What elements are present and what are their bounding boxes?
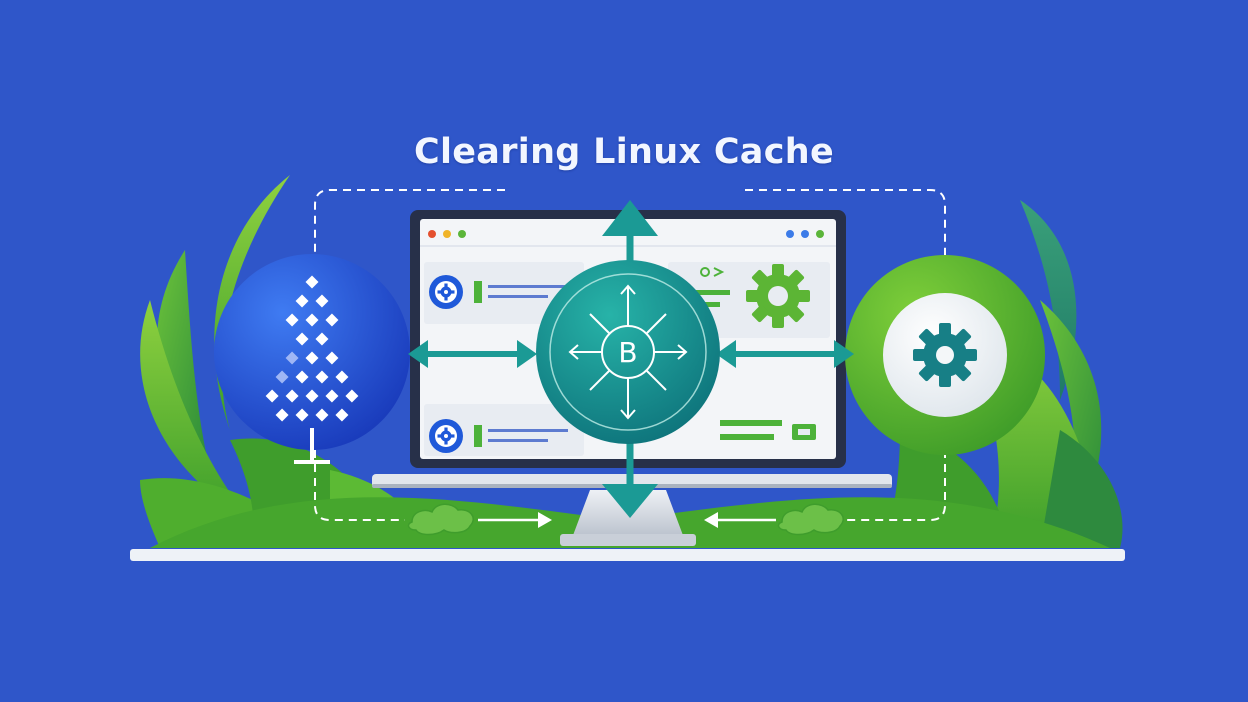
tree-pixel <box>285 313 299 327</box>
tree-pixel <box>295 408 309 422</box>
gear-icon <box>746 264 810 328</box>
pixel-tree-icon <box>265 275 359 464</box>
page-title: Clearing Linux Cache <box>413 132 835 172</box>
tree-pixel <box>315 370 329 384</box>
screen-row-2 <box>429 419 568 453</box>
network-hub-icon <box>568 284 688 420</box>
cloud-connector-left <box>407 503 552 536</box>
tree-pixel <box>335 370 349 384</box>
tree-pixel <box>295 370 309 384</box>
screen-right-panel <box>690 264 816 440</box>
left-node <box>214 254 410 464</box>
tree-pixel <box>265 389 279 403</box>
center-node: B <box>536 260 720 444</box>
tree-pixel <box>315 408 329 422</box>
arrow-heads <box>408 340 854 368</box>
gear-icon <box>437 283 455 301</box>
floor-shelf <box>130 549 1125 561</box>
tree-pixel <box>315 332 329 346</box>
tree-pixel <box>285 351 299 365</box>
tree-pixel <box>305 389 319 403</box>
tree-pixel <box>305 313 319 327</box>
tree-pixel <box>275 408 289 422</box>
tree-base <box>294 460 330 464</box>
tree-pixel <box>305 275 319 289</box>
gear-icon <box>437 427 455 445</box>
tree-pixel <box>295 294 309 308</box>
tree-pixel <box>285 389 299 403</box>
center-node-label: B <box>618 336 637 369</box>
tree-pixel <box>345 389 359 403</box>
gear-icon <box>913 323 977 387</box>
tree-pixel <box>305 351 319 365</box>
tree-pixel <box>275 370 289 384</box>
cloud-connector-right <box>704 503 844 536</box>
tree-pixel <box>325 389 339 403</box>
screen-row-1 <box>429 275 568 309</box>
tree-pixel <box>325 351 339 365</box>
right-node <box>845 255 1045 455</box>
tree-pixel <box>295 332 309 346</box>
tree-pixel <box>325 313 339 327</box>
tree-pixel <box>335 408 349 422</box>
tree-pixel <box>315 294 329 308</box>
tree-trunk <box>310 428 314 462</box>
dashed-connectors <box>314 189 946 521</box>
